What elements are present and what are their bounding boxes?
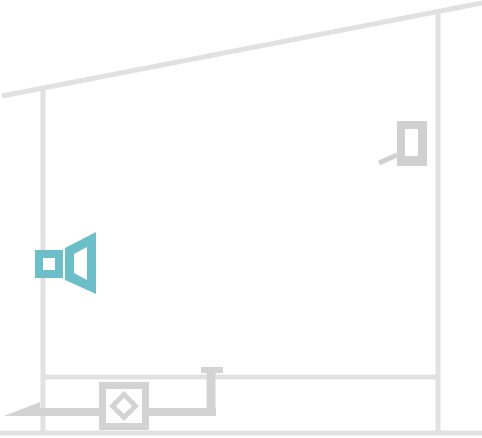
wall-grille-icon [377,121,427,166]
speaker-diffuser-icon [35,232,96,294]
roof-line [1,0,482,99]
air-handling-unit-icon [99,382,149,430]
airflow-arrow-icon [4,402,40,416]
duct-cap [201,367,223,373]
